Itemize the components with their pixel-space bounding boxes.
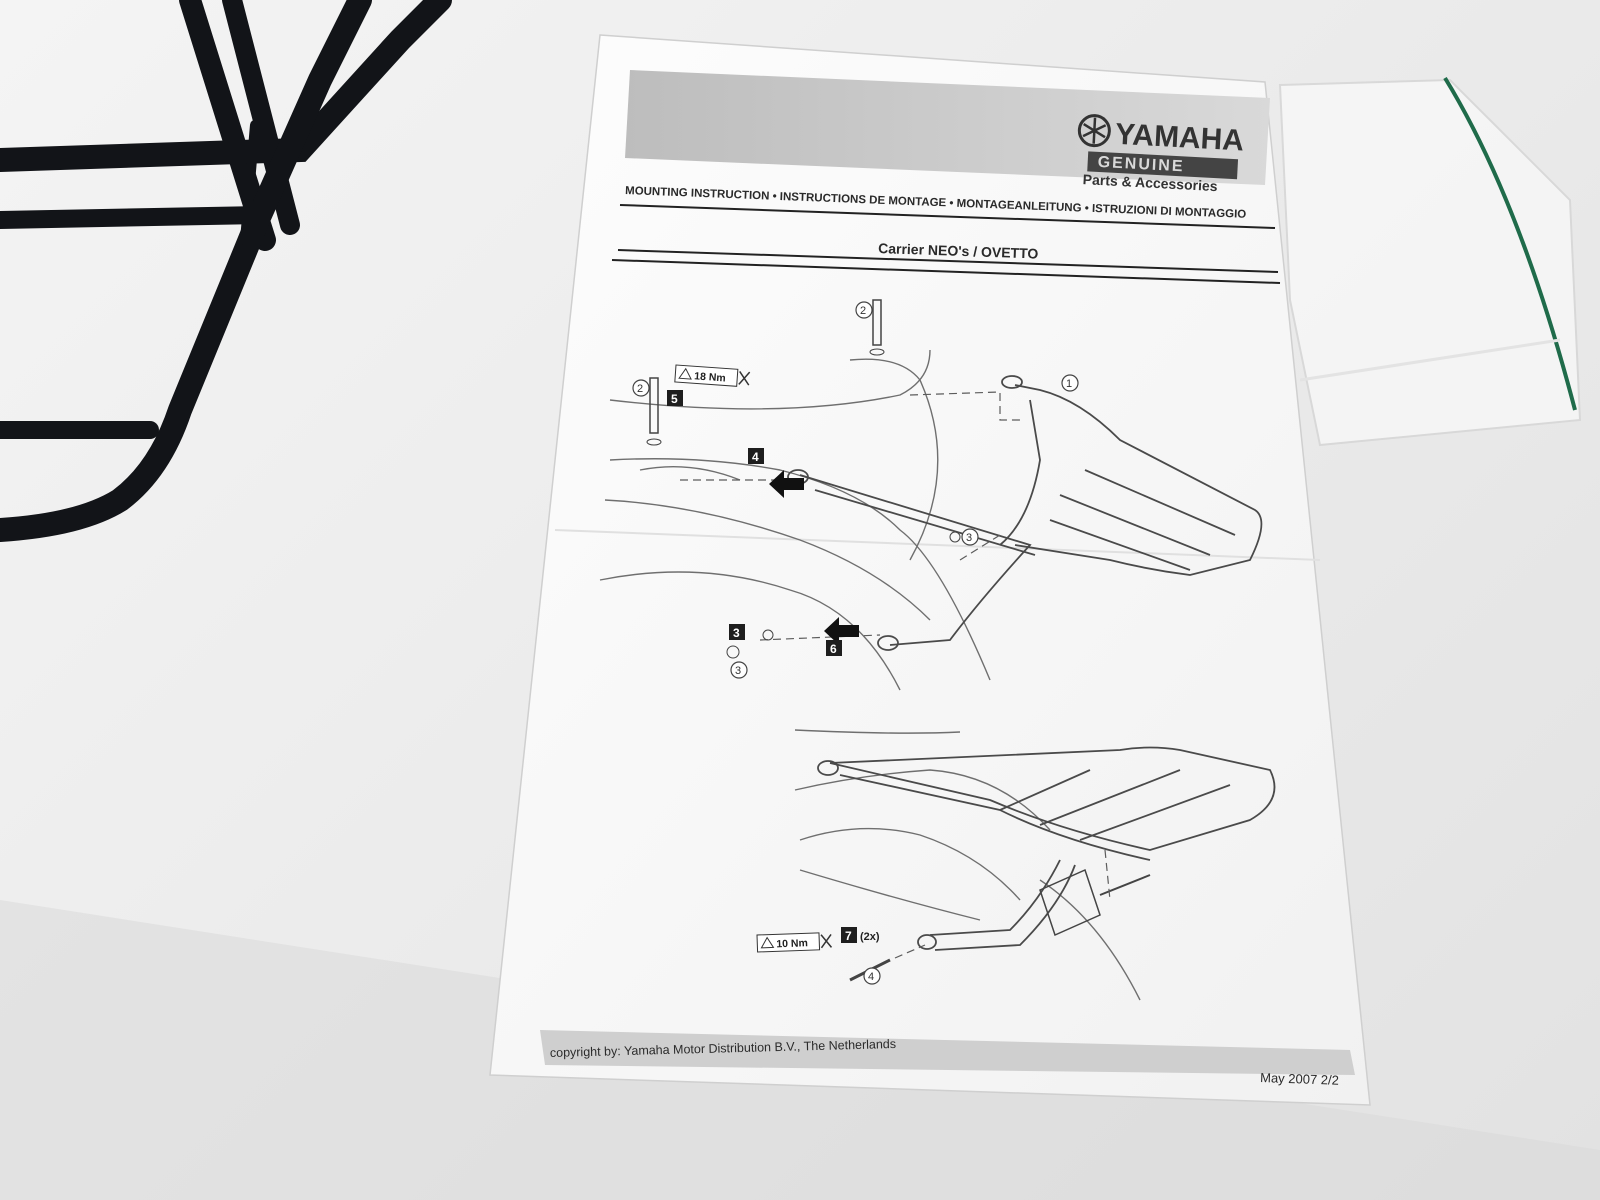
- diagram-top: 18 Nm 5 4 6 3 1 2 2 3 3: [599, 299, 1263, 691]
- torque-label-top: 18 Nm: [694, 370, 726, 384]
- torque-label-bottom: 10 Nm: [776, 937, 808, 950]
- step-7-qty: (2x): [860, 931, 880, 943]
- black-rack-frame: [0, 0, 452, 542]
- diagram-bottom: 10 Nm 7 (2x) 4: [756, 729, 1276, 1001]
- brand-tagline: Parts & Accessories: [1082, 171, 1218, 194]
- part-3a-label: 3: [966, 532, 972, 544]
- footer-band: [540, 1030, 1355, 1075]
- brand-name: YAMAHA: [1114, 118, 1244, 158]
- part-3b-label: 3: [735, 665, 741, 677]
- product-title: Carrier NEO's / OVETTO: [878, 240, 1039, 262]
- part-2b-label: 2: [637, 383, 643, 395]
- step-4-label: 4: [752, 450, 759, 464]
- step-3-label: 3: [733, 626, 740, 640]
- step-5-label: 5: [671, 392, 678, 406]
- part-1-label: 1: [1066, 378, 1072, 390]
- step-7-label: 7: [845, 929, 852, 943]
- plastic-bag: [1278, 76, 1582, 447]
- part-4-label: 4: [868, 971, 874, 983]
- brand-genuine: GENUINE: [1097, 154, 1185, 176]
- yamaha-logo: YAMAHA GENUINE Parts & Accessories: [1077, 114, 1245, 194]
- instruction-sheet: YAMAHA GENUINE Parts & Accessories MOUNT…: [489, 34, 1371, 1106]
- step-6-label: 6: [830, 642, 837, 656]
- date-page-text: May 2007 2/2: [1260, 1070, 1339, 1088]
- part-2a-label: 2: [860, 305, 866, 317]
